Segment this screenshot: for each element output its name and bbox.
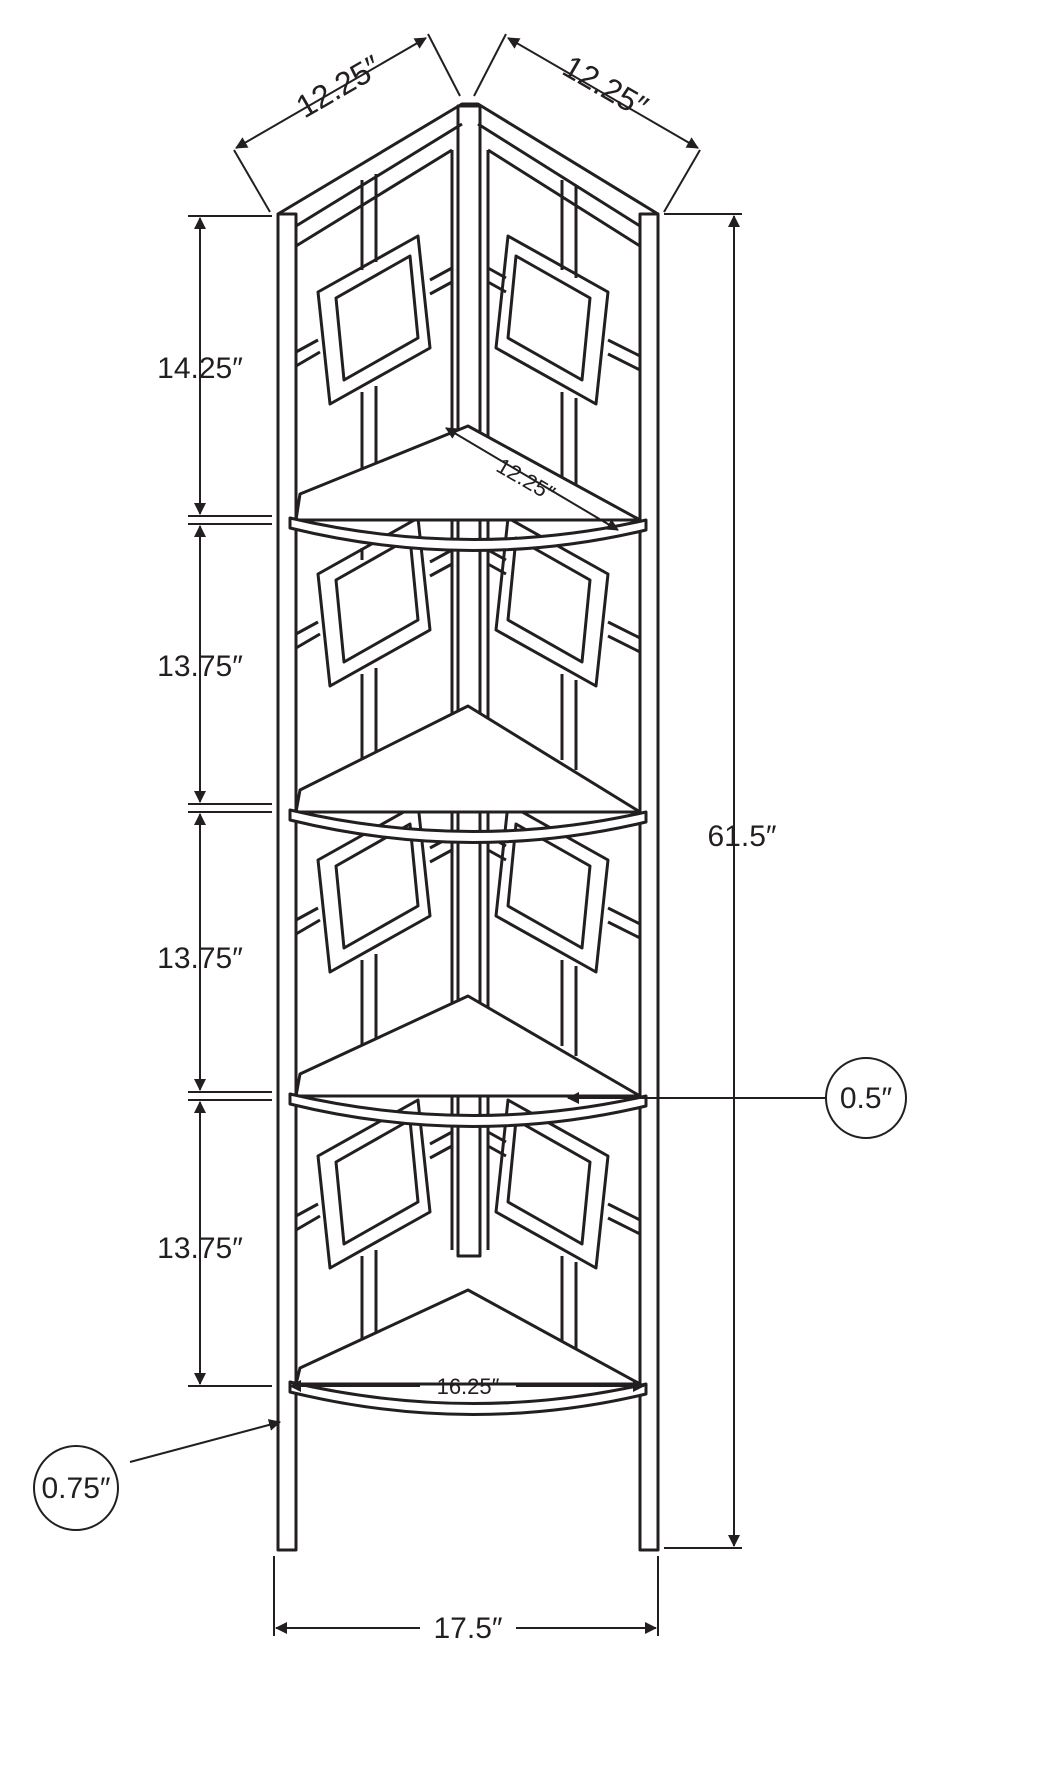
tier-2-right <box>487 516 641 770</box>
post-thickness-leader <box>129 1419 281 1463</box>
tier-3-right <box>487 802 641 1056</box>
post-thickness-label: 0.75″ <box>41 1472 110 1505</box>
ext-line <box>233 149 271 213</box>
shelf-thickness-label: 0.5″ <box>840 1082 893 1115</box>
shelf-3 <box>288 994 648 1128</box>
top-right-width-label: 12.25″ <box>557 48 654 125</box>
shelf-depth-dimension <box>445 427 619 531</box>
left-post <box>276 212 298 1552</box>
spacing-4-label: 13.75″ <box>157 1232 243 1265</box>
spacing-1-label: 14.25″ <box>157 352 243 385</box>
spacing-3-label: 13.75″ <box>157 942 243 975</box>
spacing-2-label: 13.75″ <box>157 650 243 683</box>
shelf-1 <box>288 424 648 552</box>
tier-1-left <box>295 174 453 480</box>
bottom-shelf-width-label: 16.25″ <box>437 1374 500 1399</box>
shelf-2 <box>288 704 648 844</box>
top-left-width-label: 12.25″ <box>290 48 387 125</box>
tier-1-right <box>487 180 641 490</box>
top-right-dimension <box>507 37 699 149</box>
post-thickness-callout <box>33 1445 119 1531</box>
overall-height-label: 61.5″ <box>707 820 776 853</box>
center-post <box>456 104 482 1258</box>
right-post <box>638 212 660 1552</box>
overall-width-label: 17.5″ <box>433 1612 502 1645</box>
tier-4-right <box>487 1098 641 1352</box>
top-left-dimension <box>235 37 427 149</box>
shelf-thickness-callout <box>825 1057 907 1139</box>
